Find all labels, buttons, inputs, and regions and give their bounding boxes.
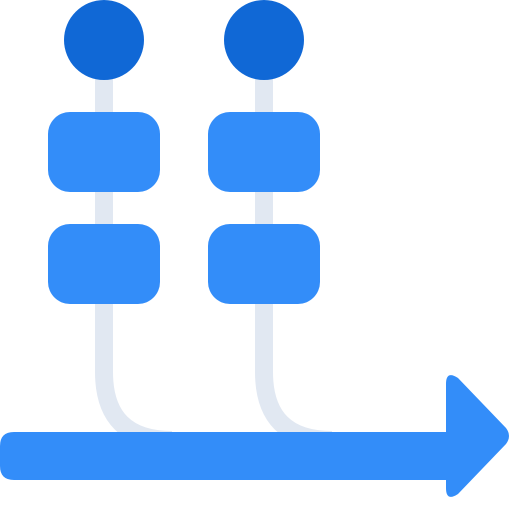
branch-right-block-2	[208, 224, 320, 304]
branch-left-head	[64, 0, 144, 80]
branch-left	[48, 0, 160, 304]
branch-right-block-1	[208, 112, 320, 192]
branch-left-block-1	[48, 112, 160, 192]
timeline-arrow	[0, 375, 509, 497]
branch-right	[208, 0, 320, 304]
branch-right-head	[224, 0, 304, 80]
branch-left-block-2	[48, 224, 160, 304]
